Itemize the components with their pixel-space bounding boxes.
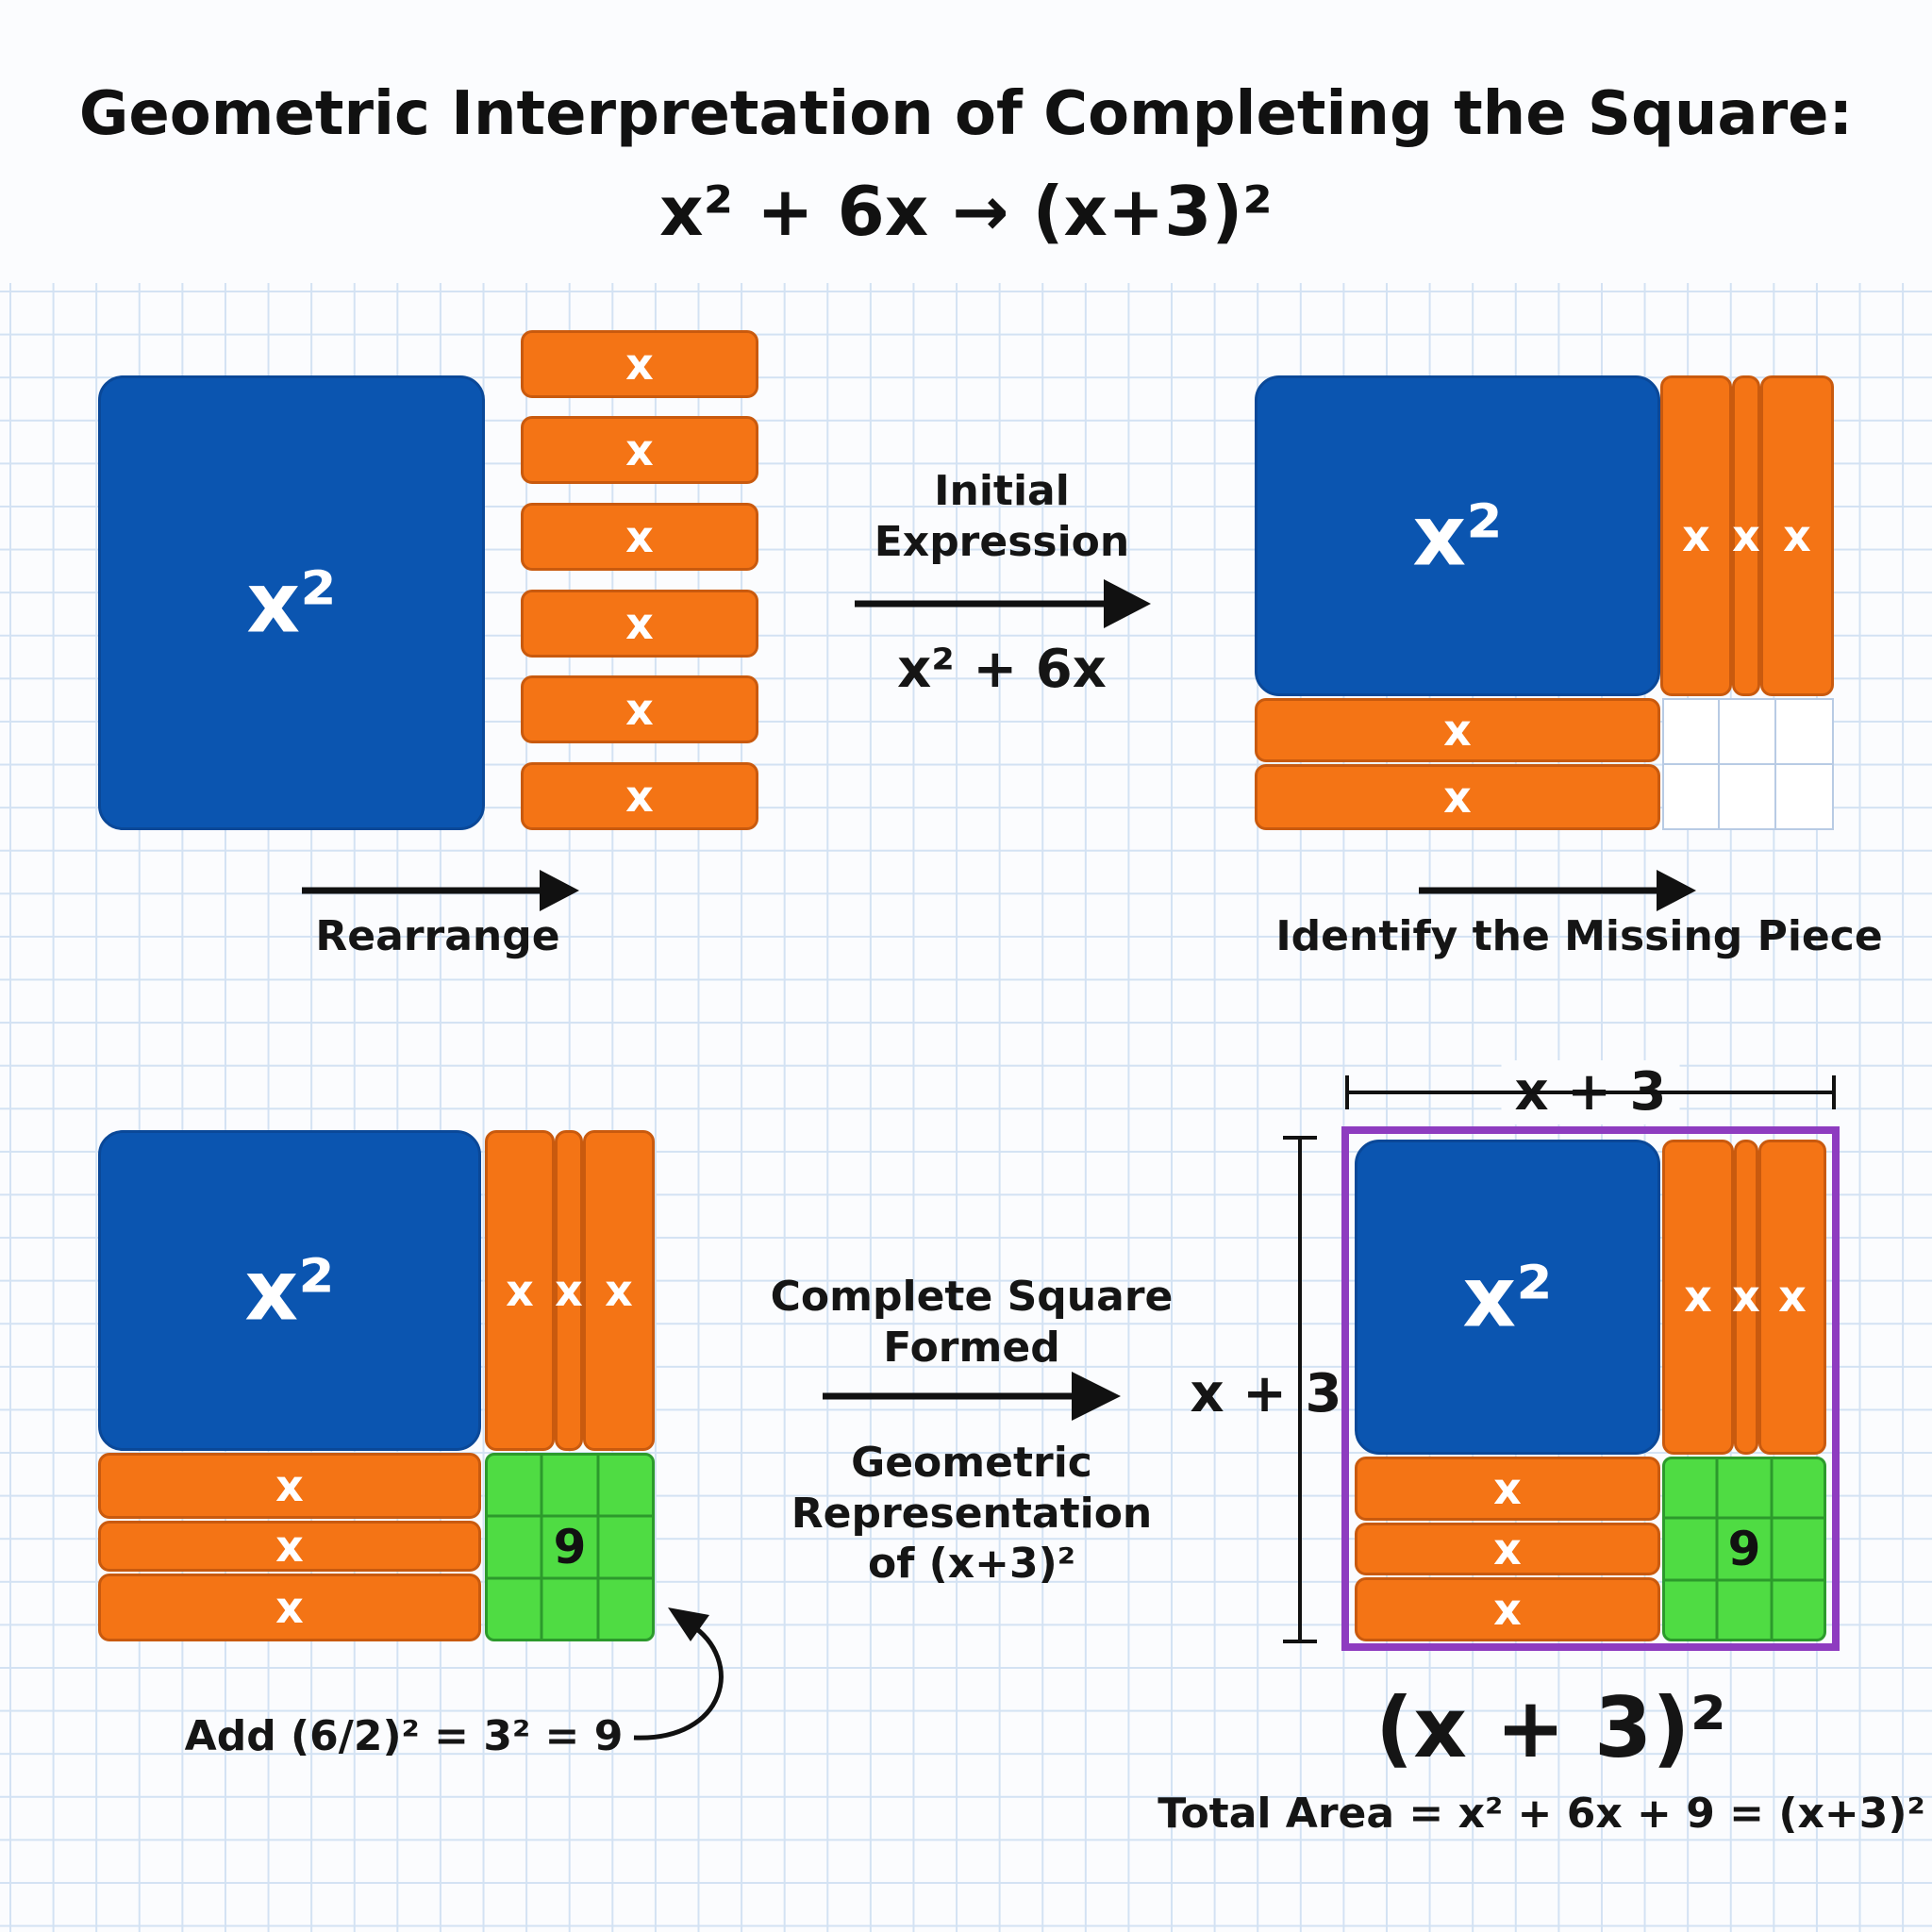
nine-label: 9 bbox=[1727, 1522, 1761, 1576]
top-dimension-line bbox=[1345, 1075, 1836, 1109]
expression-arrow bbox=[855, 579, 1151, 628]
identify-missing-piece-caption: Identify the Missing Piece bbox=[1275, 912, 1883, 960]
unit-tiles-nine bbox=[485, 1453, 655, 1641]
x-tile-label: x bbox=[625, 339, 654, 390]
x-tile-vertical bbox=[1760, 375, 1834, 696]
x-squared-tile: x² bbox=[98, 1130, 481, 1451]
x-tile-label: x bbox=[625, 425, 654, 475]
x-tile: x bbox=[521, 503, 758, 571]
x-tile: x bbox=[1355, 1523, 1660, 1575]
initial-expression-label: Initial Expression bbox=[874, 467, 1130, 566]
x-squared-tile: x² bbox=[1255, 375, 1660, 696]
complete-square-arrow bbox=[823, 1372, 1121, 1421]
rearrange-caption: Rearrange bbox=[315, 912, 560, 960]
x-tile-vertical bbox=[1660, 375, 1732, 696]
x-tile: x bbox=[98, 1521, 481, 1572]
side-dimension-line bbox=[1283, 1136, 1317, 1643]
x-tile-label: x bbox=[1493, 1463, 1522, 1514]
x-tile: x bbox=[521, 416, 758, 484]
x-tile: x bbox=[521, 590, 758, 658]
x-tile-label: x bbox=[1443, 772, 1472, 823]
nine-label: 9 bbox=[553, 1520, 587, 1574]
x-tile-label: x bbox=[625, 771, 654, 822]
x-tile-label: x bbox=[625, 684, 654, 735]
side-dimension-label: x + 3 bbox=[1190, 1363, 1342, 1424]
x-tile: x bbox=[98, 1453, 481, 1519]
x-tile-label: x bbox=[275, 1582, 304, 1633]
initial-expression-formula: x² + 6x bbox=[897, 639, 1107, 700]
x-tile-label: x bbox=[506, 1265, 534, 1316]
x-tile: x bbox=[1255, 764, 1660, 830]
x-tile: x bbox=[521, 762, 758, 830]
x-tile-label: x bbox=[1493, 1524, 1522, 1574]
x-squared-label: x² bbox=[246, 554, 337, 652]
x-squared-tile: x² bbox=[98, 375, 485, 830]
missing-piece-arrow bbox=[1419, 870, 1696, 911]
x-tile-label: x bbox=[275, 1460, 304, 1511]
x-tile-label: x bbox=[1732, 510, 1760, 561]
x-tile: x bbox=[521, 330, 758, 398]
x-tile-label: x bbox=[1783, 510, 1811, 561]
page-title: Geometric Interpretation of Completing t… bbox=[78, 79, 1854, 149]
total-area-equation: Total Area = x² + 6x + 9 = (x+3)² bbox=[1158, 1790, 1925, 1838]
x-tile-label: x bbox=[1778, 1271, 1807, 1322]
x-tile: x bbox=[98, 1574, 481, 1641]
x-tile-vertical bbox=[1732, 375, 1760, 696]
x-squared-label: x² bbox=[1462, 1248, 1553, 1346]
x-tile-label: x bbox=[1493, 1584, 1522, 1635]
x-squared-tile: x² bbox=[1355, 1140, 1660, 1455]
x-tile-label: x bbox=[625, 511, 654, 562]
x-tile-label: x bbox=[625, 598, 654, 649]
unit-tiles-nine bbox=[1662, 1457, 1826, 1641]
x-tile-vertical bbox=[583, 1130, 655, 1451]
complete-square-label: Complete Square Formed bbox=[770, 1273, 1174, 1372]
result-expression: (x + 3)² bbox=[1375, 1679, 1726, 1776]
add-nine-curved-arrow bbox=[633, 1607, 724, 1740]
x-tile-vertical bbox=[1758, 1140, 1826, 1455]
x-tile-vertical bbox=[1734, 1140, 1758, 1455]
x-tile-label: x bbox=[605, 1265, 633, 1316]
x-squared-label: x² bbox=[1412, 487, 1503, 585]
x-tile-label: x bbox=[275, 1521, 304, 1572]
x-tile-label: x bbox=[1684, 1271, 1712, 1322]
x-tile: x bbox=[521, 675, 758, 743]
x-tile-label: x bbox=[555, 1265, 583, 1316]
x-tile-label: x bbox=[1443, 705, 1472, 756]
x-tile-vertical bbox=[485, 1130, 555, 1451]
x-tile: x bbox=[1355, 1577, 1660, 1641]
rearrange-arrow bbox=[302, 870, 579, 911]
x-tile-label: x bbox=[1732, 1271, 1760, 1322]
x-tile: x bbox=[1255, 698, 1660, 762]
add-nine-annotation: Add (6/2)² = 3² = 9 bbox=[184, 1712, 624, 1760]
x-tile-vertical bbox=[555, 1130, 583, 1451]
x-squared-label: x² bbox=[244, 1241, 335, 1340]
x-tile: x bbox=[1355, 1457, 1660, 1521]
geometric-representation-label: Geometric Representation of (x+3)² bbox=[791, 1439, 1153, 1589]
page-subtitle-expression: x² + 6x → (x+3)² bbox=[659, 172, 1273, 251]
x-tile-label: x bbox=[1682, 510, 1710, 561]
x-tile-vertical bbox=[1662, 1140, 1734, 1455]
